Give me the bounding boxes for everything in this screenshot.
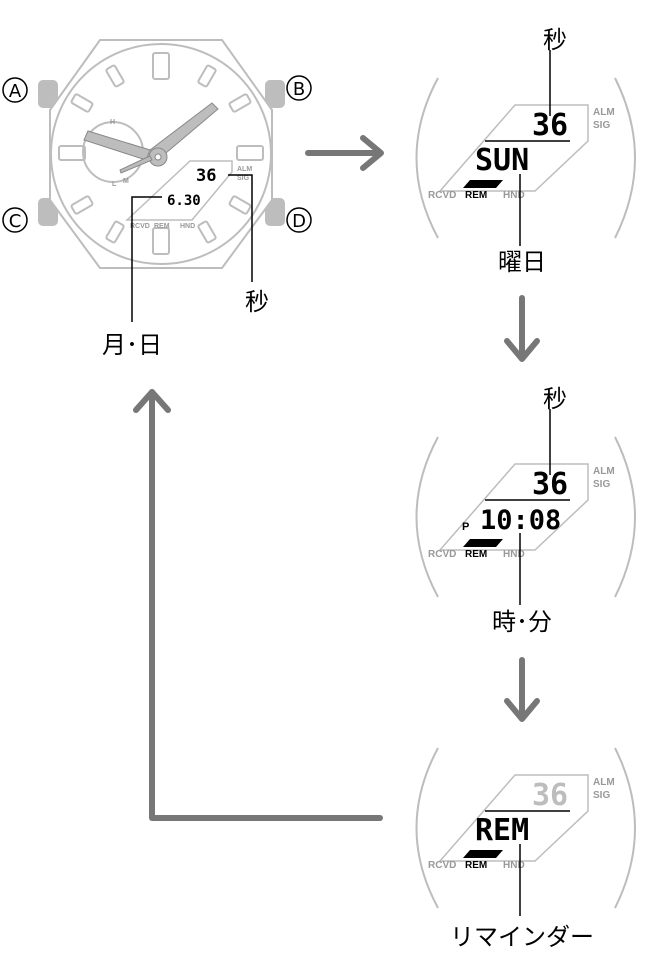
- watch-lcd-panel: [125, 160, 233, 221]
- button-c[interactable]: C: [2, 207, 28, 233]
- lcd-panel-outline: [438, 774, 589, 862]
- button-d-letter: D: [292, 211, 306, 232]
- button-a-letter: A: [9, 81, 22, 102]
- alm-indicator: ALM: [593, 777, 615, 788]
- lcd-main-display: REM: [475, 813, 529, 848]
- button-c-letter: C: [9, 211, 22, 232]
- arrow-down-1: [504, 295, 540, 362]
- flow-arrows: [133, 135, 540, 821]
- weekday-label: 曜日: [498, 248, 546, 276]
- rem-indicator: REM: [465, 860, 487, 871]
- reminder-label: リマインダー: [450, 923, 594, 951]
- watch-date-digits: 6.30: [167, 193, 201, 209]
- alm-indicator: ALM: [593, 466, 615, 477]
- button-a[interactable]: A: [2, 77, 28, 103]
- sig-indicator: SIG: [593, 120, 610, 131]
- watch-sig-indicator: SIG: [237, 175, 250, 182]
- hour-markers: [58, 52, 264, 255]
- hnd-indicator: HND: [503, 190, 525, 201]
- lcd-panel-outline: [438, 104, 589, 192]
- button-b[interactable]: B: [286, 75, 312, 101]
- rem-indicator-bar: [463, 180, 503, 188]
- watch-date-leader: [131, 196, 162, 322]
- button-a-nub: [38, 80, 58, 108]
- button-d-nub: [265, 198, 285, 226]
- watch-seconds-label: 秒: [245, 288, 269, 316]
- lcd-main-display: 10:08: [480, 505, 561, 536]
- button-b-nub: [265, 80, 285, 108]
- screen2-seconds-label: 秒: [543, 385, 567, 413]
- arrow-right: [305, 135, 384, 171]
- rem-indicator-bar: [463, 539, 503, 547]
- watch-bezel: [50, 43, 272, 265]
- lcd-seconds-digits: 36: [532, 778, 568, 813]
- bezel-arc-left: [415, 747, 439, 909]
- watch-seconds-leader: [228, 174, 253, 282]
- subdial-m-label: M: [123, 178, 129, 185]
- watch-rcvd-indicator: RCVD: [130, 223, 150, 230]
- subdial-l-label: L: [112, 181, 117, 188]
- hnd-indicator: HND: [503, 549, 525, 560]
- lcd-main-display: SUN: [475, 143, 529, 178]
- watch-hnd-indicator: HND: [180, 223, 195, 230]
- bezel-arc-right: [614, 436, 636, 598]
- watch-seconds-digits: 36: [196, 166, 216, 186]
- bezel-arc-right: [614, 77, 636, 239]
- button-b-letter: B: [293, 79, 305, 100]
- arrow-down-2: [504, 657, 540, 722]
- bezel-arc-left: [415, 436, 439, 598]
- hnd-indicator: HND: [503, 860, 525, 871]
- sig-indicator: SIG: [593, 479, 610, 490]
- sig-indicator: SIG: [593, 790, 610, 801]
- return-arrow: [133, 389, 383, 821]
- bezel-arc-right: [614, 747, 636, 909]
- second-hand: [119, 155, 153, 174]
- bezel-arc-left: [415, 77, 439, 239]
- rcvd-indicator: RCVD: [428, 549, 456, 560]
- watch-rem-indicator: REM: [154, 223, 170, 230]
- lcd-panel-outline: [438, 463, 589, 551]
- screen1-seconds-label: 秒: [543, 26, 567, 54]
- button-d[interactable]: D: [286, 207, 312, 233]
- watch: H L M 36 6.30 ALM SIG RCVD REM HND A B: [2, 39, 312, 359]
- subdial-h-label: H: [110, 119, 115, 126]
- month-day-label: 月･日: [102, 331, 162, 359]
- rcvd-indicator: RCVD: [428, 190, 456, 201]
- rem-indicator: REM: [465, 190, 487, 201]
- rcvd-indicator: RCVD: [428, 860, 456, 871]
- rem-indicator: REM: [465, 549, 487, 560]
- alm-indicator: ALM: [593, 107, 615, 118]
- rem-indicator-bar: [463, 850, 503, 858]
- lcd-pm-indicator: P: [462, 521, 469, 533]
- hour-min-label: 時･分: [492, 608, 552, 636]
- watch-alm-indicator: ALM: [237, 166, 252, 173]
- watch-hands: [83, 102, 219, 174]
